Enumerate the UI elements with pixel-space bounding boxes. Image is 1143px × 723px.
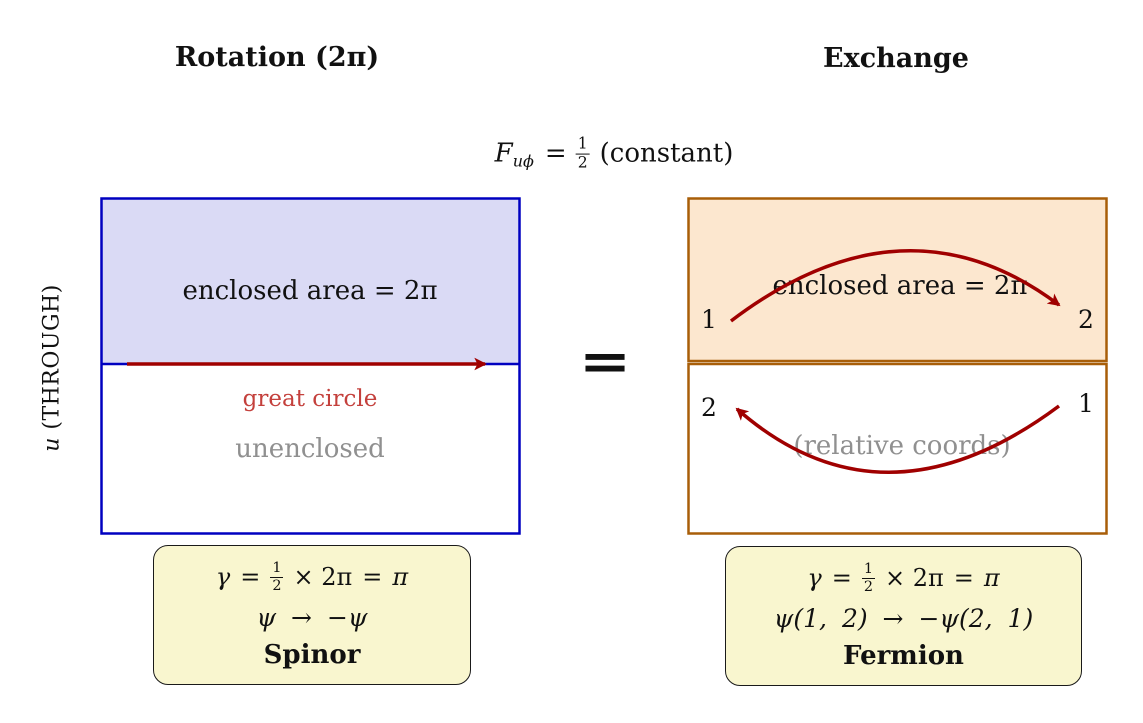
u-axis-variable: u [39, 437, 65, 452]
u-axis-through: (THROUGH) [39, 284, 65, 438]
pi-symbol: π [983, 564, 1000, 593]
fraction-denominator: 2 [577, 153, 588, 172]
formula-subscript: uϕ [512, 151, 534, 171]
fraction-numerator: 1 [270, 560, 284, 578]
equals-sign: = [578, 331, 632, 393]
right-enclosed-area-label: enclosed area = 2π [772, 271, 1027, 301]
gamma-symbol: γ [807, 564, 822, 593]
exchange-unenclosed-half [687, 362, 1108, 535]
equals-1: = [831, 564, 852, 593]
fraction-denominator: 2 [863, 578, 873, 595]
times-2pi: × 2π [884, 564, 944, 593]
fermion-label: Fermion [843, 640, 964, 671]
exchange-enclosed-half [687, 197, 1108, 363]
equals-2: = [362, 563, 383, 592]
exchange-title: Exchange [823, 43, 969, 74]
fraction-numerator: 1 [861, 561, 875, 579]
pi-symbol: π [392, 563, 409, 592]
exchange-bottom-arrow [735, 404, 1061, 474]
bottom-particle-1-label: 1 [1078, 389, 1094, 418]
formula-equals: = [544, 139, 567, 169]
equals-2: = [953, 564, 974, 593]
fraction-numerator: 1 [575, 134, 590, 155]
rotation-panel: enclosed area = 2π great circle unenclos… [100, 197, 521, 535]
equals-1: = [240, 563, 261, 592]
left-enclosed-area-label: enclosed area = 2π [182, 276, 437, 306]
spinor-label: Spinor [263, 639, 361, 670]
exchange-panel: enclosed area = 2π 1 2 (relative coords)… [687, 197, 1108, 535]
gamma-symbol: γ [215, 563, 231, 592]
great-circle-label: great circle [243, 386, 378, 412]
relative-coords-label: (relative coords) [793, 431, 1010, 461]
unenclosed-label: unenclosed [235, 434, 385, 464]
fraction-denominator: 2 [272, 577, 282, 594]
exchange-top-arrow [729, 249, 1061, 323]
times-2pi: × 2π [293, 563, 353, 592]
fermion-psi-transform: ψ(1, 2) → −ψ(2, 1) [773, 603, 1034, 633]
formula-F: F [494, 139, 513, 169]
u-axis-label: u (THROUGH) [40, 284, 65, 452]
rotation-title: Rotation (2π) [174, 42, 380, 73]
formula-constant-note: (constant) [599, 139, 734, 169]
spinor-psi-transform: ψ → −ψ [256, 602, 368, 632]
top-particle-1-label: 1 [701, 305, 717, 334]
enclosed-region-fill [101, 198, 520, 364]
bottom-particle-2-label: 2 [701, 393, 717, 422]
top-particle-2-label: 2 [1078, 305, 1094, 334]
rotation-panel-border [100, 197, 521, 535]
